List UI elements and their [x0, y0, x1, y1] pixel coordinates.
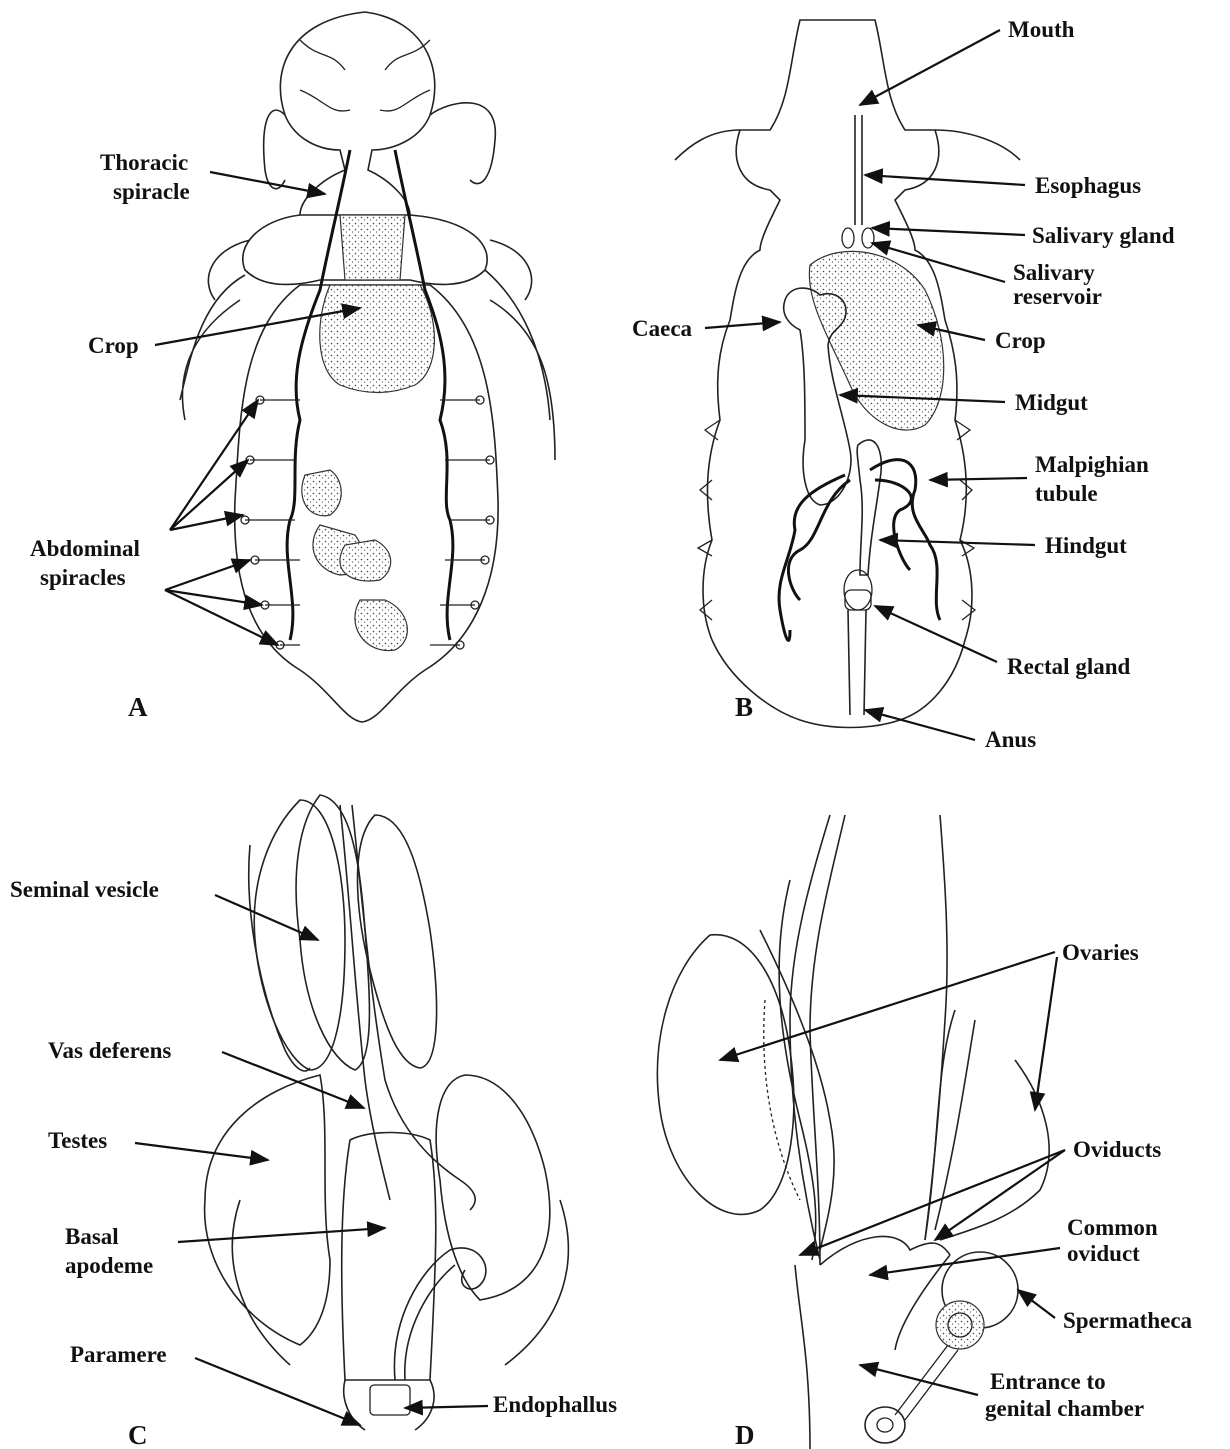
panel-letter-b: B [735, 692, 753, 722]
label-entrance-line1: Entrance to [990, 1369, 1106, 1394]
label-anus: Anus [985, 727, 1036, 752]
arrow-abdominal-spiracle-4 [165, 560, 250, 590]
label-thoracic-spiracle-line2: spiracle [113, 179, 190, 204]
arrow-caeca [705, 322, 780, 328]
arrow-seminal-vesicle [215, 895, 318, 940]
label-oviducts: Oviducts [1073, 1137, 1161, 1162]
arrow-ovaries-right [1035, 957, 1057, 1110]
arrow-testes [135, 1143, 268, 1160]
arrow-ovaries-left [720, 952, 1055, 1060]
label-midgut: Midgut [1015, 390, 1088, 415]
arrow-common-oviduct [870, 1248, 1060, 1275]
label-testes: Testes [48, 1128, 107, 1153]
arrow-mouth [860, 30, 1000, 105]
panel-letter-a: A [128, 692, 148, 722]
label-salivary-reservoir-line2: reservoir [1013, 284, 1102, 309]
arrow-entrance-genital-chamber [860, 1365, 978, 1395]
arrow-abdominal-spiracle-3 [170, 515, 243, 530]
label-common-oviduct-line1: Common [1067, 1215, 1158, 1240]
arrow-hindgut [880, 540, 1035, 545]
louse-tracheal-drawing [180, 12, 555, 722]
label-abdominal-spiracles-line2: spiracles [40, 565, 126, 590]
panel-letter-c: C [128, 1420, 148, 1449]
arrow-vas-deferens [222, 1052, 364, 1108]
panel-letter-d: D [735, 1420, 755, 1449]
label-thoracic-spiracle-line1: Thoracic [100, 150, 188, 175]
label-esophagus: Esophagus [1035, 173, 1141, 198]
label-basal-apodeme-line2: apodeme [65, 1253, 153, 1278]
label-paramere: Paramere [70, 1342, 167, 1367]
label-ovaries: Ovaries [1062, 940, 1139, 965]
label-basal-apodeme-line1: Basal [65, 1224, 119, 1249]
panel-d: Ovaries Oviducts Common oviduct Spermath… [657, 815, 1192, 1449]
arrow-thoracic-spiracle [210, 172, 325, 194]
label-mouth: Mouth [1008, 17, 1075, 42]
label-vas-deferens: Vas deferens [48, 1038, 171, 1063]
arrow-esophagus [865, 175, 1025, 185]
panel-c: Seminal vesicle Vas deferens Testes Basa… [10, 795, 617, 1449]
label-endophallus: Endophallus [493, 1392, 617, 1417]
label-spermatheca: Spermatheca [1063, 1308, 1193, 1333]
arrow-salivary-gland [872, 228, 1025, 235]
arrow-spermatheca [1018, 1290, 1055, 1318]
arrow-basal-apodeme [178, 1228, 385, 1242]
male-reproductive-drawing [205, 795, 569, 1430]
label-crop-b: Crop [995, 328, 1046, 353]
arrow-rectal-gland [875, 606, 997, 662]
arrow-oviducts-right [935, 1150, 1065, 1240]
label-salivary-reservoir-line1: Salivary [1013, 260, 1095, 285]
label-malpighian-tubule-line1: Malpighian [1035, 452, 1149, 477]
louse-digestive-drawing [675, 20, 1020, 728]
label-common-oviduct-line2: oviduct [1067, 1241, 1140, 1266]
label-caeca: Caeca [632, 316, 693, 341]
label-abdominal-spiracles-line1: Abdominal [30, 536, 140, 561]
label-crop-a: Crop [88, 333, 139, 358]
label-rectal-gland: Rectal gland [1007, 654, 1131, 679]
label-salivary-gland: Salivary gland [1032, 223, 1175, 248]
label-entrance-line2: genital chamber [985, 1396, 1144, 1421]
arrow-paramere [195, 1358, 360, 1425]
label-seminal-vesicle: Seminal vesicle [10, 877, 159, 902]
arrow-abdominal-spiracle-1 [170, 400, 258, 530]
label-hindgut: Hindgut [1045, 533, 1127, 558]
arrow-endophallus [405, 1406, 488, 1408]
panel-a: Thoracic spiracle Crop Abdominal spiracl… [30, 12, 555, 722]
arrow-malpighian-tubule [930, 478, 1027, 480]
female-reproductive-drawing [657, 815, 1049, 1449]
panel-b: Mouth Esophagus Salivary gland Salivary … [632, 17, 1175, 752]
label-malpighian-tubule-line2: tubule [1035, 481, 1098, 506]
